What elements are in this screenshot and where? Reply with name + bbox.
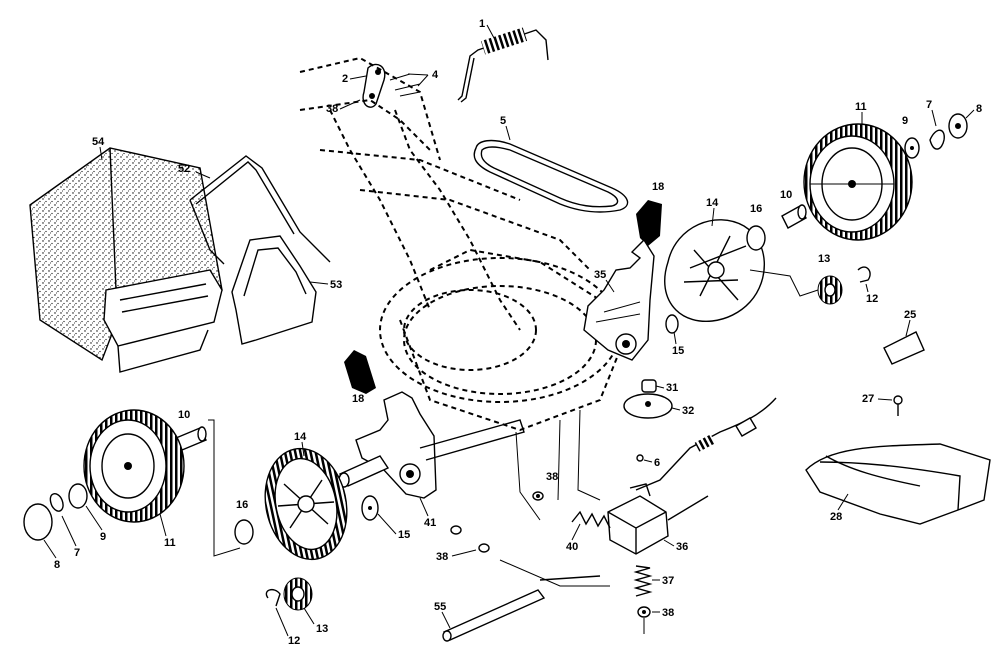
callout-8-right: 8 <box>976 103 982 115</box>
hub-parts-right: 9 7 8 <box>902 99 982 159</box>
handle-bracket: 2 4 38 <box>299 56 441 161</box>
callout-9-left: 9 <box>100 531 106 543</box>
spring-40: 40 <box>499 510 611 587</box>
bag-frame-top: 52 <box>178 155 331 265</box>
callout-12-right: 12 <box>866 293 878 305</box>
label-25: 25 <box>883 309 925 365</box>
height-adjuster-right: 35 <box>583 238 655 361</box>
callout-15-left: 15 <box>398 529 410 541</box>
bail-handle: 1 <box>457 18 549 103</box>
callout-13-right: 13 <box>818 253 830 265</box>
callout-8-left: 8 <box>54 559 60 571</box>
callout-13-left: 13 <box>316 623 328 635</box>
wheel-11-left: 11 <box>83 409 185 549</box>
callout-36: 36 <box>676 541 688 553</box>
wheel-rim-right: 14 <box>664 197 765 322</box>
callout-11-left: 11 <box>164 537 176 549</box>
chute-28: 28 <box>805 443 991 525</box>
hub-parts-left: 9 7 8 <box>23 483 106 571</box>
callout-55: 55 <box>434 601 446 613</box>
gear-13-right: 13 12 <box>749 253 878 305</box>
callout-31: 31 <box>666 382 678 394</box>
callout-32: 32 <box>682 405 694 417</box>
drive-belt: 5 <box>473 115 629 213</box>
callout-16-left: 16 <box>236 499 248 511</box>
bag-frame-lower: 53 <box>231 235 342 345</box>
callout-4: 4 <box>432 69 439 81</box>
callout-18-right: 18 <box>652 181 664 193</box>
gear-13-left: 13 12 <box>265 577 328 647</box>
deck-phantom <box>379 248 621 432</box>
callout-38-mid: 38 <box>546 471 558 483</box>
caps-31-32: 31 32 <box>623 379 694 419</box>
callout-37: 37 <box>662 575 674 587</box>
callout-38-lower: 38 <box>436 551 448 563</box>
callout-16-right: 16 <box>750 203 762 215</box>
wheel-cap-left: 18 <box>344 350 376 405</box>
washer-16-right: 16 <box>746 203 766 251</box>
transmission-36: 36 <box>607 483 709 555</box>
callout-40: 40 <box>566 541 578 553</box>
callout-5: 5 <box>500 115 506 127</box>
callout-53: 53 <box>330 279 342 291</box>
callout-35: 35 <box>594 269 606 281</box>
washer-15-left: 15 <box>361 495 410 541</box>
wheel-cap-right: 18 <box>636 181 664 246</box>
callout-52: 52 <box>178 163 190 175</box>
callout-9-right: 9 <box>902 115 908 127</box>
callout-25: 25 <box>904 309 916 321</box>
handle-frame-phantom <box>319 109 591 331</box>
cable-and-clip: 6 <box>635 397 777 491</box>
wheel-11-right: 11 <box>803 101 913 241</box>
nuts-38-middle: 38 38 <box>436 409 601 563</box>
height-adjuster-left: 41 <box>338 391 525 529</box>
callout-11-right: 11 <box>855 101 867 113</box>
callout-10-right: 10 <box>780 189 792 201</box>
callout-10-left: 10 <box>178 409 190 421</box>
grass-bag: 54 <box>29 136 223 373</box>
callout-7-left: 7 <box>74 547 80 559</box>
screw-27: 27 <box>862 393 903 416</box>
callout-12-left: 12 <box>288 635 300 647</box>
callout-38-bottom-right: 38 <box>662 607 674 619</box>
washer-15-right: 15 <box>665 314 684 357</box>
callout-54: 54 <box>92 136 105 148</box>
spring-37: 37 38 <box>633 565 674 634</box>
callout-41: 41 <box>424 517 436 529</box>
bushing-10-right: 10 <box>780 189 807 229</box>
callout-18-left: 18 <box>352 393 364 405</box>
rod-55: 55 <box>434 589 546 642</box>
callout-6: 6 <box>654 457 660 469</box>
callout-1: 1 <box>479 18 485 30</box>
callout-15-right: 15 <box>672 345 684 357</box>
callout-14-left: 14 <box>294 431 307 443</box>
callout-28: 28 <box>830 511 842 523</box>
callout-14-right: 14 <box>706 197 719 209</box>
callout-27: 27 <box>862 393 874 405</box>
callout-7-right: 7 <box>926 99 932 111</box>
wheel-rim-left: 14 <box>264 431 348 561</box>
callout-2: 2 <box>342 73 348 85</box>
washer-16-left: 16 <box>208 419 254 557</box>
callout-38-top: 38 <box>326 103 338 115</box>
